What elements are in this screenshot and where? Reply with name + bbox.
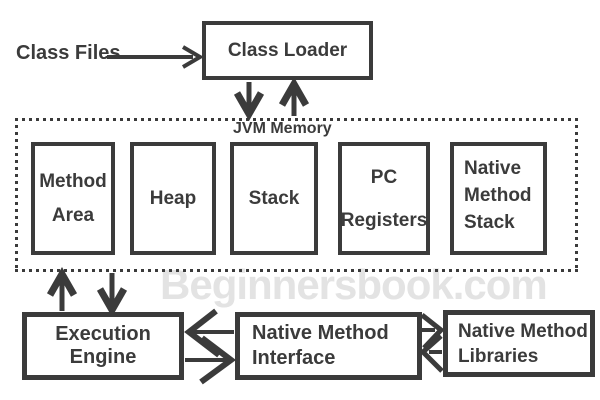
arrow-nmi-to-execution-engine-icon — [184, 308, 234, 358]
method-area-label-line: Method — [39, 170, 107, 192]
arrow-execution-engine-to-jvm-memory-icon — [46, 266, 78, 311]
arrow-nml-to-nmi-icon — [419, 334, 444, 373]
stack-label: Stack — [248, 187, 300, 209]
stack-box: Stack — [230, 142, 318, 255]
native-method-stack-label-line: Native — [464, 158, 522, 179]
arrow-nmi-to-nml-icon — [420, 313, 445, 350]
jvm-memory-label: JVM Memory — [233, 120, 332, 137]
arrow-class-files-to-class-loader-icon — [107, 45, 204, 69]
native-method-libraries-label-line: Libraries — [458, 345, 539, 367]
native-method-stack-box: Native Method Stack — [450, 142, 547, 255]
pc-registers-label-line: Registers — [340, 209, 428, 231]
native-method-interface-box: Native Method Interface — [235, 312, 422, 380]
execution-engine-box: Execution Engine — [22, 312, 184, 380]
arrow-execution-engine-to-nmi-icon — [185, 335, 237, 385]
arrow-jvm-memory-to-execution-engine-icon — [96, 273, 128, 318]
pc-registers-box: PC Registers — [338, 142, 430, 255]
method-area-box: Method Area — [31, 142, 115, 255]
heap-box: Heap — [130, 142, 216, 255]
class-loader-label: Class Loader — [227, 39, 348, 61]
method-area-label-line: Area — [51, 204, 95, 226]
native-method-libraries-label-line: Native Method — [458, 320, 588, 342]
native-method-interface-label-line: Interface — [252, 347, 336, 369]
class-loader-box: Class Loader — [202, 21, 373, 80]
native-method-interface-label-line: Native Method — [252, 322, 389, 344]
native-method-stack-label-line: Method — [464, 185, 532, 206]
arrow-class-loader-to-jvm-memory-icon — [233, 82, 265, 122]
native-method-libraries-box: Native Method Libraries — [443, 310, 595, 377]
heap-label: Heap — [149, 187, 197, 209]
class-files-label: Class Files — [16, 42, 121, 64]
execution-engine-label: Execution Engine — [55, 323, 151, 368]
native-method-stack-label-line: Stack — [464, 212, 515, 233]
arrow-jvm-memory-to-class-loader-icon — [278, 76, 310, 116]
pc-registers-label-line: PC — [370, 166, 398, 188]
